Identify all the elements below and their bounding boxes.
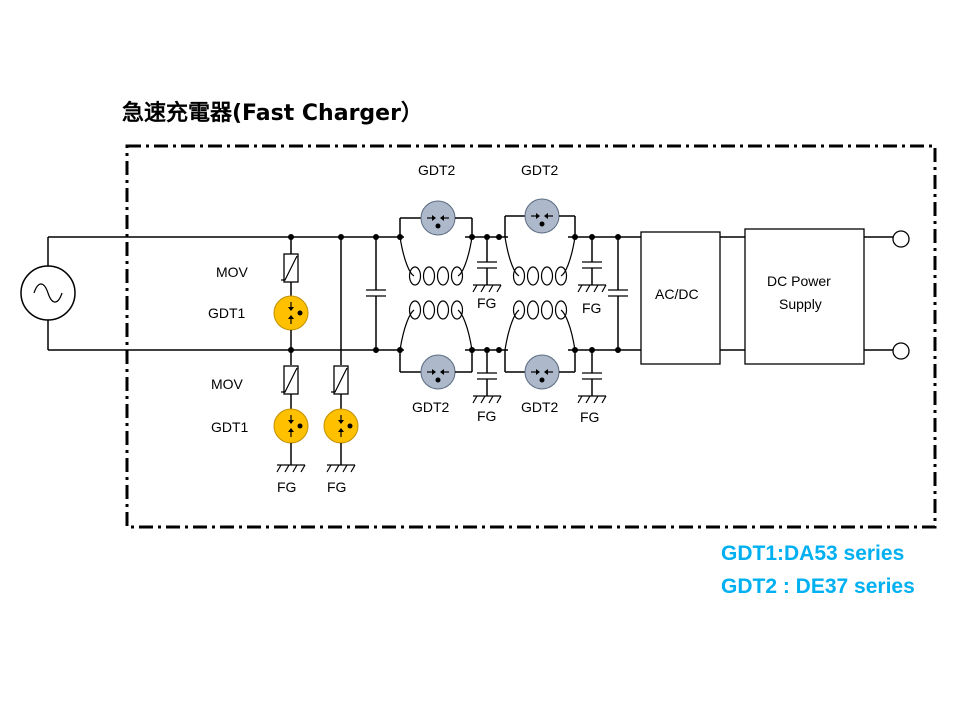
mov-icon — [280, 365, 299, 395]
line-to-line-protection — [273, 234, 309, 353]
gdt2-icon — [524, 354, 560, 390]
x-capacitor-icon — [607, 234, 629, 353]
dc-power-label-2: Supply — [779, 296, 822, 312]
gdt2-icon — [524, 198, 560, 234]
power-lines — [48, 236, 893, 351]
frame-ground-icon — [276, 464, 306, 473]
frame-ground-icon — [577, 395, 607, 404]
acdc-block — [640, 231, 721, 365]
gdt2-label: GDT2 — [521, 399, 559, 415]
mov-label: MOV — [211, 376, 244, 392]
frame-ground-icon — [326, 464, 356, 473]
x-capacitor-icon — [365, 234, 387, 353]
fg-label: FG — [477, 408, 496, 424]
common-mode-choke-2 — [496, 198, 578, 390]
gdt2-label: GDT2 — [418, 162, 456, 178]
gdt2-label: GDT2 — [412, 399, 450, 415]
fg-label: FG — [277, 479, 296, 495]
fg-label: FG — [477, 295, 496, 311]
gdt1-label: GDT1 — [211, 419, 249, 435]
gdt1-icon — [273, 408, 309, 444]
gdt1-label: GDT1 — [208, 305, 246, 321]
common-mode-choke-1 — [397, 200, 475, 390]
gdt2-icon — [420, 200, 456, 236]
fg-label: FG — [582, 300, 601, 316]
frame-ground-icon — [472, 284, 502, 293]
gdt1-icon — [323, 408, 359, 444]
frame-ground-icon — [577, 284, 607, 293]
acdc-label: AC/DC — [655, 286, 699, 302]
gdt2-label: GDT2 — [521, 162, 559, 178]
gdt1-series-note: GDT1:DA53 series — [721, 542, 904, 565]
gdt2-icon — [420, 354, 456, 390]
mov-icon — [280, 253, 299, 283]
y-capacitors-1 — [472, 234, 502, 404]
charger-boundary — [125, 144, 937, 529]
y-capacitors-2 — [577, 234, 607, 404]
gdt2-series-note: GDT2 : DE37 series — [721, 575, 915, 598]
mov-icon — [330, 365, 349, 395]
line-to-ground-protection-1 — [273, 350, 309, 473]
gdt1-icon — [273, 295, 309, 331]
line-to-ground-protection-2 — [323, 234, 359, 473]
dc-power-label: DC Power — [767, 273, 831, 289]
dc-power-supply-block — [744, 228, 865, 365]
ac-source-icon — [20, 237, 76, 350]
page-title: 急速充電器(Fast Charger） — [122, 100, 423, 126]
frame-ground-icon — [472, 395, 502, 404]
output-terminal-icon — [892, 230, 910, 360]
fg-label: FG — [580, 409, 599, 425]
mov-label: MOV — [216, 264, 249, 280]
fg-label: FG — [327, 479, 346, 495]
